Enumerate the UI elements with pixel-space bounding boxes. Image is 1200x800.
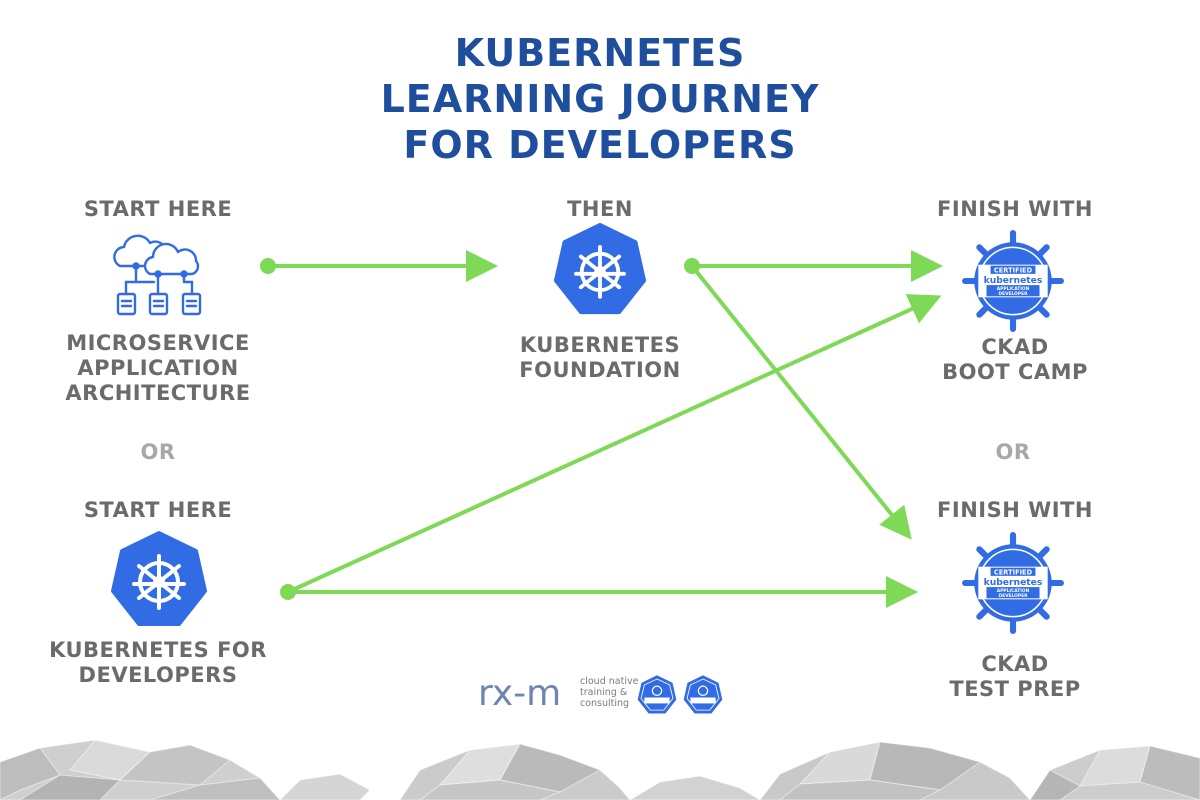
rxm-logo-tagline: cloud native training & consulting: [580, 676, 638, 709]
start2-name: KUBERNETES FOR DEVELOPERS: [38, 638, 278, 688]
arrow-then-to-finish1: [684, 250, 943, 282]
page-title: KUBERNETES LEARNING JOURNEY FOR DEVELOPE…: [0, 30, 1200, 168]
finish1-name-line-1: CKAD: [981, 335, 1049, 359]
arrow-start1-to-then: [260, 250, 498, 282]
badge-line-2: kubernetes: [984, 577, 1043, 588]
ckad-badge-icon: CERTIFIED kubernetes APPLICATION DEVELOP…: [962, 230, 1064, 332]
badge-line-3: APPLICATION: [997, 286, 1030, 292]
start1-name-line-1: MICROSERVICE: [66, 331, 250, 355]
title-line-2: LEARNING JOURNEY: [380, 77, 820, 121]
or-left-label: OR: [140, 440, 176, 464]
start1-name-line-2: APPLICATION: [77, 356, 239, 380]
rxm-tagline-line-3: consulting: [580, 698, 630, 709]
badge-line-4: DEVELOPER: [999, 291, 1029, 297]
rxm-logo: rx-m cloud native training & consulting: [478, 674, 728, 720]
rxm-tagline-line-2: training &: [580, 687, 628, 698]
badge-line-1: CERTIFIED: [994, 266, 1033, 274]
kubernetes-helm-icon: [553, 222, 647, 315]
title-line-1: KUBERNETES: [454, 31, 746, 75]
then-name-line-1: KUBERNETES: [519, 333, 681, 357]
finish1-name-line-2: BOOT CAMP: [942, 360, 1088, 384]
then-name: KUBERNETES FOUNDATION: [480, 333, 720, 383]
finish1-heading: FINISH WITH: [937, 197, 1093, 221]
arrow-then-to-finish2: [690, 264, 912, 540]
start2-name-line-2: DEVELOPERS: [78, 663, 238, 687]
then-name-line-2: FOUNDATION: [519, 358, 681, 382]
finish2-heading: FINISH WITH: [937, 498, 1093, 522]
ckad-badge-icon: CERTIFIED kubernetes APPLICATION DEVELOP…: [962, 532, 1064, 634]
start1-heading: START HERE: [83, 197, 233, 221]
or-right-label: OR: [995, 440, 1031, 464]
finish2-name-line-1: CKAD: [981, 652, 1049, 676]
rxm-logo-mark: rx-m: [478, 673, 562, 714]
decorative-terrain: [0, 739, 1200, 800]
finish1-name: CKAD BOOT CAMP: [905, 335, 1125, 385]
title-line-3: FOR DEVELOPERS: [403, 123, 797, 167]
cloud-network-icon: [113, 234, 202, 316]
badge-line-2: kubernetes: [984, 275, 1043, 286]
start1-name-line-3: ARCHITECTURE: [65, 381, 251, 405]
start2-heading: START HERE: [83, 498, 233, 522]
rxm-tagline-line-1: cloud native: [580, 676, 639, 687]
kubernetes-service-provider-badge-icon: [683, 675, 723, 714]
start1-name: MICROSERVICE APPLICATION ARCHITECTURE: [38, 331, 278, 406]
badge-line-1: CERTIFIED: [994, 568, 1033, 576]
kubernetes-helm-icon: [111, 531, 207, 626]
badge-line-4: DEVELOPER: [999, 593, 1029, 599]
then-heading: THEN: [567, 197, 633, 221]
start2-name-line-1: KUBERNETES FOR: [49, 638, 267, 662]
finish2-name-line-2: TEST PREP: [949, 677, 1081, 701]
finish2-name: CKAD TEST PREP: [905, 652, 1125, 702]
kubernetes-training-partner-badge-icon: [637, 675, 677, 714]
badge-line-3: APPLICATION: [997, 588, 1030, 594]
